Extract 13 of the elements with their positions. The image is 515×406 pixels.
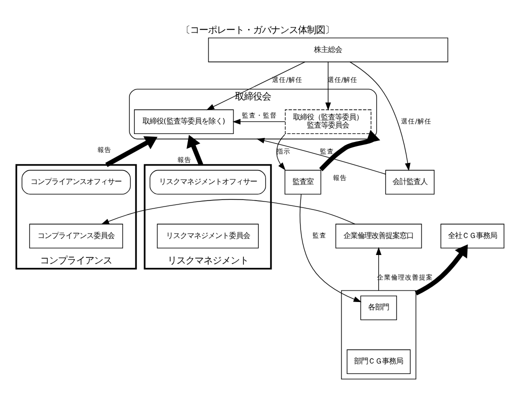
arrow [276,134,286,170]
arrow [101,198,356,224]
diagram-title: 〔コーポレート・ガバナンス体制図〕 [181,24,334,36]
arrow [319,130,380,171]
arrow [206,61,306,110]
arrow [300,193,362,302]
arrow [232,118,286,124]
arrow [350,61,410,170]
arrow [256,137,386,174]
arrow [414,244,468,295]
arrow [105,136,158,166]
arrow [186,134,204,166]
cluster [341,290,416,379]
